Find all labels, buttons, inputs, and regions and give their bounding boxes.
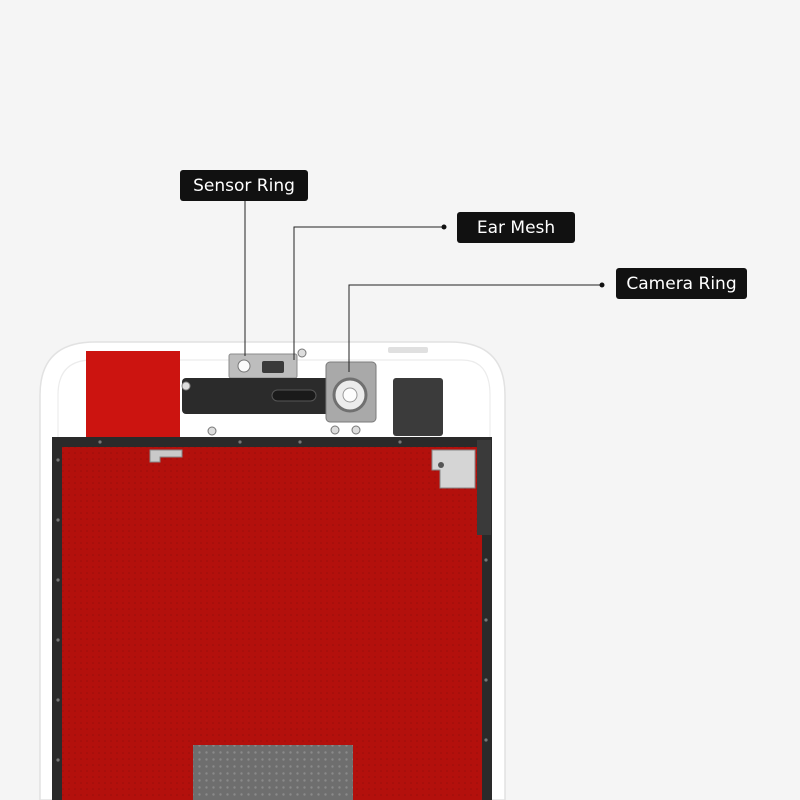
screw-4 [297,348,307,358]
bottom-mesh-plate [193,745,353,800]
protective-film-texture [62,447,482,800]
bezel-rivets [56,440,488,762]
sensor-window [262,361,284,373]
ear-mesh-label: Ear Mesh [457,212,575,243]
camera-ring-label: Camera Ring [616,268,747,299]
sensor-screw-hole [237,359,251,373]
screw-1 [207,426,217,436]
ear-mesh-grille [271,389,317,402]
corner-clip-right [431,449,476,489]
right-flex-cable [477,440,491,535]
clip-hole [438,462,444,468]
screw-3 [351,425,361,435]
corner-clip-left [149,449,183,463]
screw-2 [330,425,340,435]
red-sticker-tab [86,351,180,445]
dark-pad [393,378,443,436]
camera-lens-hole [342,387,358,403]
callout-lines [244,186,602,372]
ear-mesh-housing [182,378,352,414]
sensor-ring-label: Sensor Ring [180,170,308,201]
ear-housing-screw [181,381,191,391]
top-slot [388,347,428,353]
